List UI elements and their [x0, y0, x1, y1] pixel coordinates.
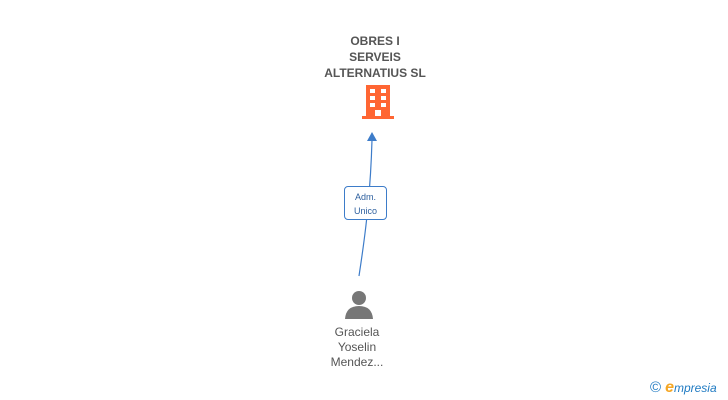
- company-name-line-2: SERVEIS: [349, 50, 401, 64]
- person-name-line-1: Graciela: [334, 325, 380, 339]
- role-label[interactable]: Adm. Unico: [344, 186, 387, 220]
- brand-name: mpresia: [673, 381, 717, 395]
- person-icon[interactable]: [344, 289, 374, 319]
- copyright-icon: ©: [650, 379, 662, 396]
- brand-logo[interactable]: © e mpresia: [650, 379, 717, 397]
- company-name-line-3: ALTERNATIUS SL: [324, 66, 426, 80]
- relation-arrowhead: [367, 132, 377, 141]
- building-icon[interactable]: [361, 84, 395, 120]
- person-name-line-3: Mendez...: [330, 355, 384, 369]
- role-label-line-1: Adm.: [354, 192, 376, 202]
- company-name-line-1: OBRES I: [350, 34, 400, 48]
- person-name[interactable]: Graciela Yoselin Mendez...: [300, 325, 414, 370]
- company-name[interactable]: OBRES I SERVEIS ALTERNATIUS SL: [300, 33, 450, 81]
- role-label-line-2: Unico: [353, 206, 377, 216]
- person-name-line-2: Yoselin: [337, 340, 377, 354]
- brand-initial: e: [665, 379, 674, 396]
